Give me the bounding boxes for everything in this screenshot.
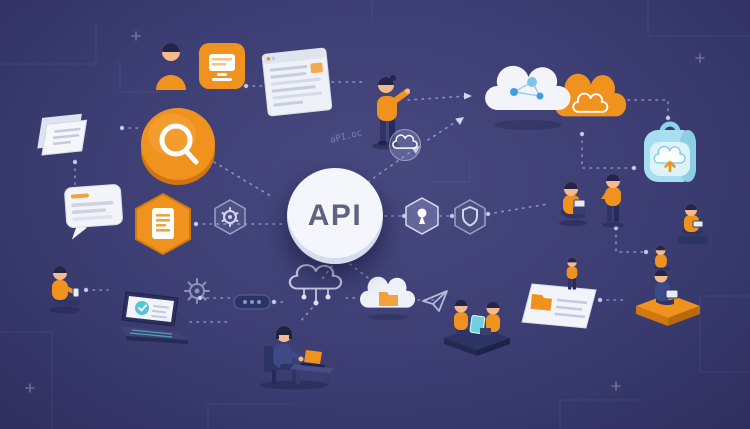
big-cloud-icon bbox=[476, 58, 580, 132]
teal-laptop-icon bbox=[112, 288, 194, 352]
api-label: API bbox=[307, 199, 363, 232]
sitting-person-figure bbox=[650, 244, 674, 276]
browser-window-card bbox=[261, 47, 333, 118]
gear-outline-icon bbox=[182, 276, 212, 306]
sitting-person-figure bbox=[676, 202, 710, 246]
document-folder-card bbox=[518, 278, 600, 334]
api-center-circle: API bbox=[287, 168, 383, 264]
capsule-chip-icon bbox=[232, 292, 272, 312]
standing-person-figure bbox=[562, 256, 582, 294]
orange-hexagon-list-icon bbox=[132, 192, 194, 256]
chat-card-icon bbox=[62, 180, 128, 244]
person-at-desk-figure bbox=[250, 312, 338, 390]
plus-marks bbox=[25, 31, 705, 393]
cloud-storage-bag-icon bbox=[638, 118, 702, 188]
cloud-network-outline-icon bbox=[286, 262, 346, 308]
person-avatar-icon bbox=[148, 38, 194, 90]
standing-person-figure bbox=[598, 172, 628, 228]
hexagon-gear-icon bbox=[212, 198, 248, 236]
paper-plane-outline-icon bbox=[420, 288, 450, 314]
orange-cloud-icon bbox=[548, 62, 634, 138]
sitting-person-figure bbox=[556, 180, 590, 226]
documents-icon bbox=[30, 109, 92, 161]
orange-platform-figure bbox=[628, 262, 708, 332]
sitting-person-phone-figure bbox=[46, 262, 84, 314]
device-card-icon bbox=[198, 42, 246, 90]
magnifier-disc-badge bbox=[138, 102, 218, 188]
hexagon-lock-icon bbox=[404, 196, 440, 236]
cloud-node-badge bbox=[388, 128, 422, 162]
pair-working-figures bbox=[438, 276, 516, 360]
cloud-folder-icon bbox=[358, 272, 418, 322]
hexagon-shield-icon bbox=[452, 198, 488, 236]
